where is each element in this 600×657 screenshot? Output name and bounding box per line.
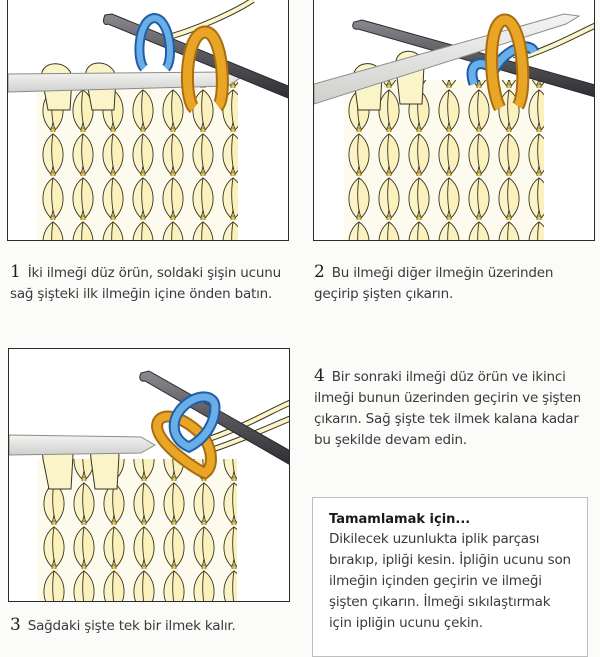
- step-2-text: Bu ilmeği diğer ilmeğin üzerinden geçiri…: [314, 265, 554, 302]
- step-2-caption: 2 Bu ilmeği diğer ilmeğin üzerinden geçi…: [314, 262, 574, 305]
- step-4-number: 4: [314, 366, 325, 386]
- finishing-tip-text: Dikilecek uzunlukta iplik parçası bırakı…: [329, 531, 571, 631]
- step-3-number: 3: [10, 615, 21, 635]
- knitting-step-1-drawing: [8, 0, 288, 240]
- illustration-step-2: [313, 0, 595, 241]
- step-3-text: Sağdaki şişte tek bir ilmek kalır.: [27, 618, 236, 634]
- finishing-tip-box: Tamamlamak için... Dikilecek uzunlukta i…: [312, 497, 588, 657]
- step-2-number: 2: [314, 262, 325, 282]
- illustration-step-1: [7, 0, 289, 241]
- step-1-number: 1: [10, 262, 21, 282]
- step-4-text: Bir sonraki ilmeği düz örün ve ikinci il…: [314, 369, 581, 448]
- step-1-text: İki ilmeği düz örün, soldaki şişin ucunu…: [10, 265, 281, 302]
- illustration-step-3: [8, 348, 290, 602]
- step-1-caption: 1 İki ilmeği düz örün, soldaki şişin ucu…: [10, 262, 300, 305]
- finishing-tip-title: Tamamlamak için...: [329, 512, 471, 527]
- step-3-caption: 3 Sağdaki şişte tek bir ilmek kalır.: [10, 615, 300, 637]
- knitting-step-3-drawing: [9, 370, 289, 601]
- knitting-step-2-drawing: [314, 13, 594, 240]
- step-4-caption: 4 Bir sonraki ilmeği düz örün ve ikinci …: [314, 366, 594, 451]
